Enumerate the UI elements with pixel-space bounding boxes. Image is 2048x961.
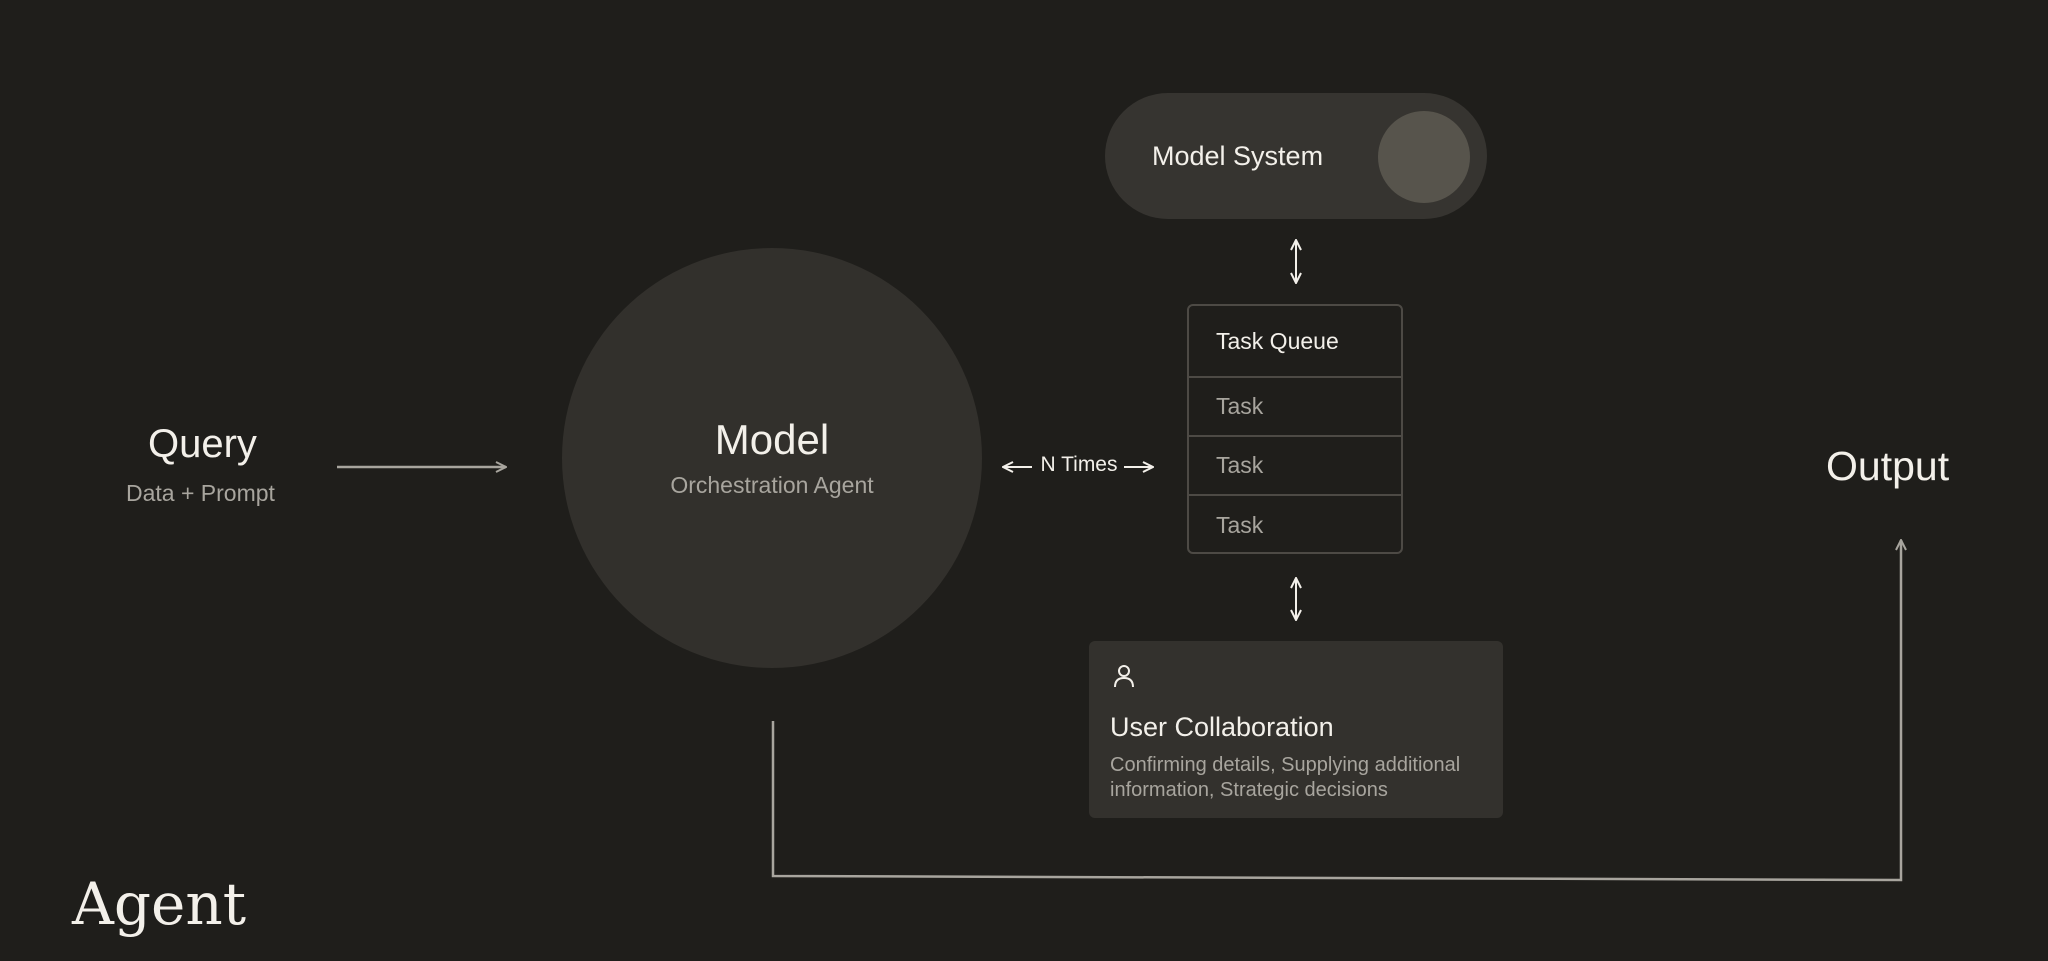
output-title: Output xyxy=(1826,443,1950,489)
user-collaboration-description: Confirming details, Supplying additional… xyxy=(1110,754,1461,801)
model-system-knob xyxy=(1378,111,1470,203)
model-node xyxy=(562,248,982,668)
user-collaboration-card xyxy=(1089,641,1503,818)
user-icon xyxy=(1114,665,1134,688)
task-queue-item: Task xyxy=(1189,437,1401,496)
model-title: Model xyxy=(714,416,830,463)
query-title: Query xyxy=(148,422,257,466)
section-title: Agent xyxy=(72,870,246,938)
task-queue-item: Task xyxy=(1216,512,1264,538)
model-to-output-path xyxy=(771,540,1901,882)
task-queue-header: Task Queue xyxy=(1189,306,1401,378)
task-queue: Task Queue Task Task Task xyxy=(1187,304,1403,554)
query-subtitle: Data + Prompt xyxy=(126,480,275,506)
user-collaboration-title: User Collaboration xyxy=(1110,712,1334,742)
loop-label: N Times xyxy=(1040,453,1118,476)
model-system-label: Model System xyxy=(1152,141,1324,171)
model-subtitle: Orchestration Agent xyxy=(670,472,874,498)
task-queue-item: Task xyxy=(1189,378,1401,437)
